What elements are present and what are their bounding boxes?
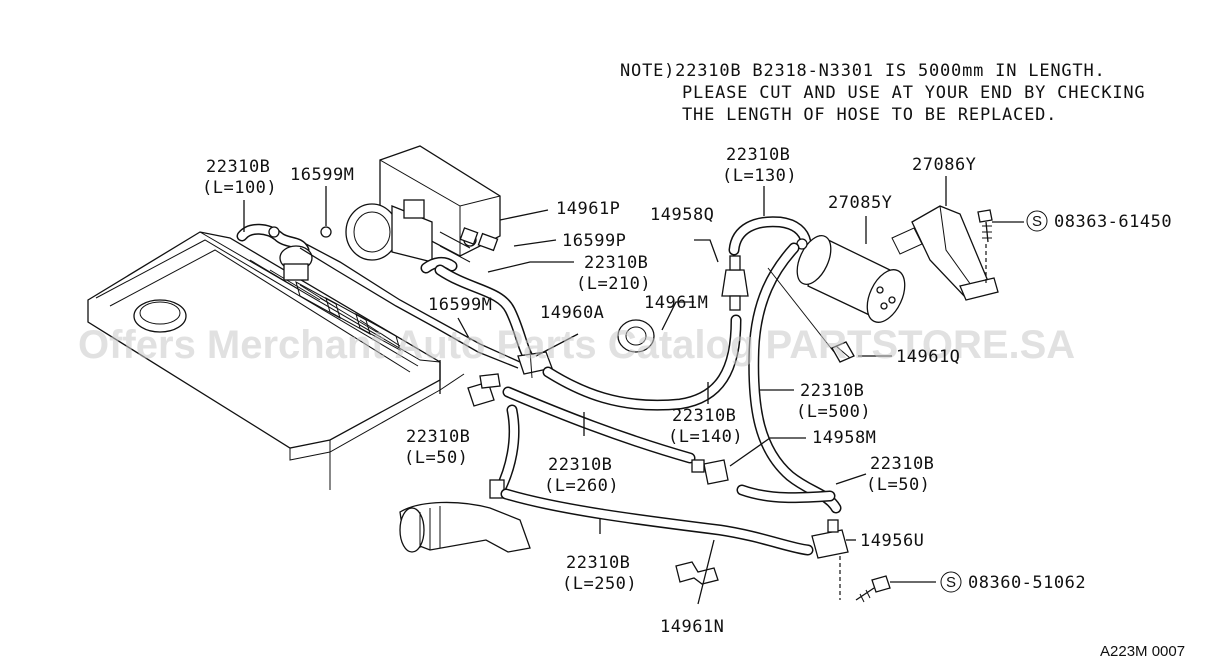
label-22310b-l210: 22310B xyxy=(584,253,648,273)
note-line-3: THE LENGTH OF HOSE TO BE REPLACED. xyxy=(682,105,1057,125)
clamp-14961m-drawing xyxy=(617,319,655,353)
label-22310b-l100: 22310B xyxy=(206,157,270,177)
label-14958q: 14958Q xyxy=(650,205,714,225)
label-22310b-l250: 22310B xyxy=(566,553,630,573)
label-22310b-l50-right-length: (L=50) xyxy=(866,475,930,495)
label-22310b-l140-length: (L=140) xyxy=(668,427,743,447)
clamp-14961n-drawing xyxy=(675,561,719,585)
label-14961m: 14961M xyxy=(644,293,708,313)
clamp-14961q-drawing xyxy=(831,341,855,363)
fitting-14961p-drawing xyxy=(420,227,499,274)
label-22310b-l50-left-length: (L=50) xyxy=(404,448,468,468)
label-22310b-l140: 22310B xyxy=(672,406,736,426)
valve-14958m-drawing xyxy=(691,459,729,485)
label-22310b-l130-length: (L=130) xyxy=(722,166,797,186)
label-27086y: 27086Y xyxy=(912,155,976,175)
label-08360-51062: 08360-51062 xyxy=(968,573,1086,593)
label-14960a: 14960A xyxy=(540,303,604,323)
note-line-2: PLEASE CUT AND USE AT YOUR END BY CHECKI… xyxy=(682,83,1145,103)
label-14961n: 14961N xyxy=(660,617,724,637)
hose-l50-left-drawing xyxy=(494,404,520,496)
drawing-code: A223M 0007 xyxy=(1100,643,1185,660)
valve-14956u-drawing xyxy=(811,519,849,600)
bracket-27086y-drawing xyxy=(891,205,999,301)
part-labels: 22310B (L=100) 16599M 14961P 16599P 2231… xyxy=(202,145,1172,637)
label-14961q: 14961Q xyxy=(896,347,960,367)
hose-l500-drawing xyxy=(748,242,842,514)
hose-l130-drawing xyxy=(728,216,812,256)
screw-symbol-2: S xyxy=(946,574,956,591)
label-16599p: 16599P xyxy=(562,231,626,251)
label-22310b-l210-length: (L=210) xyxy=(576,274,651,294)
valve-14958q-drawing xyxy=(721,255,749,311)
label-22310b-l500-length: (L=500) xyxy=(796,402,871,422)
label-22310b-l260-length: (L=260) xyxy=(544,476,619,496)
label-22310b-l260: 22310B xyxy=(548,455,612,475)
hose-l140-drawing xyxy=(542,314,742,411)
air-duct-drawing xyxy=(399,479,531,553)
label-22310b-l100-length: (L=100) xyxy=(202,178,277,198)
hose-l260-drawing xyxy=(502,386,696,464)
label-14956u: 14956U xyxy=(860,531,924,551)
hose-length-note: NOTE)22310B B2318-N3301 IS 5000mm IN LEN… xyxy=(620,61,1145,125)
label-14961p: 14961P xyxy=(556,199,620,219)
hose-l250-drawing xyxy=(500,488,814,556)
hose-l210-drawing xyxy=(434,264,536,366)
screw-symbol-1: S xyxy=(1032,213,1042,230)
label-22310b-l50-right: 22310B xyxy=(870,454,934,474)
hose-l100-drawing xyxy=(236,223,521,369)
connector-left-drawing xyxy=(467,373,501,407)
label-22310b-l250-length: (L=250) xyxy=(562,574,637,594)
label-22310b-l50-left: 22310B xyxy=(406,427,470,447)
label-16599m-top: 16599M xyxy=(290,165,354,185)
label-16599m-mid: 16599M xyxy=(428,295,492,315)
hose-l50-right-drawing xyxy=(736,484,836,504)
bolt-08360-drawing xyxy=(855,575,891,603)
canister-27085y-drawing xyxy=(796,235,906,323)
note-line-1: NOTE)22310B B2318-N3301 IS 5000mm IN LEN… xyxy=(620,61,1106,81)
screw-symbol-circle-2 xyxy=(940,571,962,593)
label-22310b-l500: 22310B xyxy=(800,381,864,401)
bolt-08363-drawing xyxy=(977,209,993,284)
label-22310b-l130: 22310B xyxy=(726,145,790,165)
engine-cover-drawing xyxy=(87,231,441,490)
label-08363-61450: 08363-61450 xyxy=(1054,212,1172,232)
joint-14960a-drawing xyxy=(517,349,553,379)
screw-symbol-circle-1 xyxy=(1026,210,1048,232)
label-27085y: 27085Y xyxy=(828,193,892,213)
watermark-text: Offers Merchant Auto Parts Catalog PARTS… xyxy=(78,323,1075,367)
label-14958m: 14958M xyxy=(812,428,876,448)
throttle-chamber-drawing xyxy=(345,145,501,263)
leader-lines xyxy=(243,176,1024,605)
